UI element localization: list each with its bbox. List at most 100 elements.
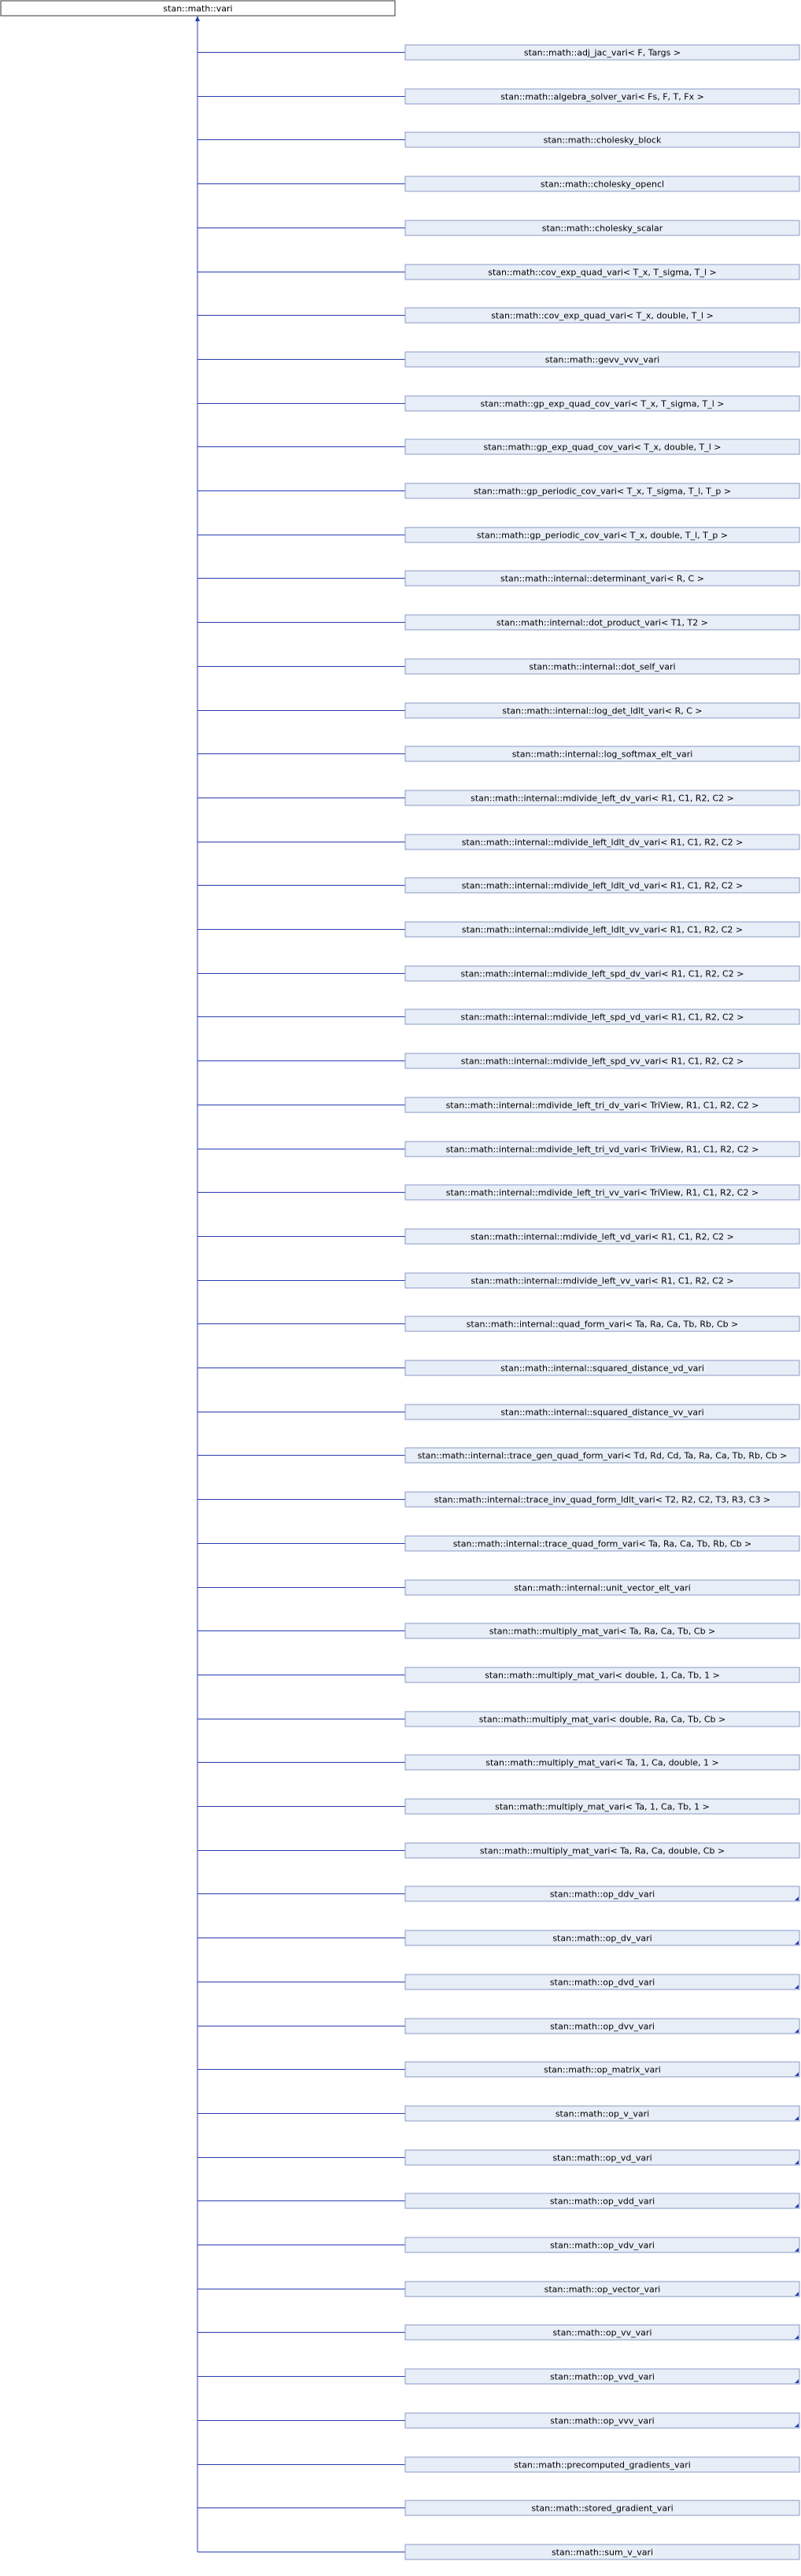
has-subclasses-marker — [795, 2248, 799, 2252]
derived-class-node[interactable]: stan::math::gp_periodic_cov_vari< T_x, d… — [404, 527, 800, 543]
derived-class-label: stan::math::internal::mdivide_left_tri_d… — [446, 1101, 759, 1111]
derived-class-label: stan::math::internal::mdivide_left_ldlt_… — [462, 838, 744, 848]
derived-class-node[interactable]: stan::math::adj_jac_vari< F, Targs > — [404, 44, 800, 61]
derived-class-node[interactable]: stan::math::gp_exp_quad_cov_vari< T_x, d… — [404, 439, 800, 455]
derived-class-node[interactable]: stan::math::internal::mdivide_left_dv_va… — [404, 790, 800, 806]
derived-class-node[interactable]: stan::math::op_vdd_vari — [404, 2193, 800, 2209]
derived-class-node[interactable]: stan::math::op_vv_vari — [404, 2324, 800, 2341]
derived-class-node[interactable]: stan::math::multiply_mat_vari< Ta, 1, Ca… — [404, 1754, 800, 1771]
derived-class-node[interactable]: stan::math::internal::mdivide_left_spd_v… — [404, 1009, 800, 1025]
derived-class-node[interactable]: stan::math::op_vvd_vari — [404, 2368, 800, 2385]
derived-class-node[interactable]: stan::math::op_vvv_vari — [404, 2412, 800, 2429]
derived-class-node[interactable]: stan::math::cholesky_opencl — [404, 176, 800, 192]
root-node-box — [0, 0, 396, 17]
derived-class-node[interactable]: stan::math::gp_exp_quad_cov_vari< T_x, T… — [404, 395, 800, 412]
derived-class-box — [404, 1623, 800, 1639]
derived-class-box — [404, 1930, 800, 1946]
derived-class-node[interactable]: stan::math::internal::determinant_vari< … — [404, 570, 800, 587]
derived-class-node[interactable]: stan::math::internal::mdivide_left_spd_d… — [404, 965, 800, 982]
derived-class-box — [404, 614, 800, 631]
derived-class-node[interactable]: stan::math::op_vdv_vari — [404, 2237, 800, 2253]
derived-class-node[interactable]: stan::math::gp_periodic_cov_vari< T_x, T… — [404, 483, 800, 499]
derived-class-label: stan::math::gp_exp_quad_cov_vari< T_x, d… — [483, 442, 721, 453]
derived-class-node[interactable]: stan::math::internal::squared_distance_v… — [404, 1404, 800, 1420]
derived-class-node[interactable]: stan::math::precomputed_gradients_vari — [404, 2456, 800, 2473]
derived-class-box — [404, 1228, 800, 1245]
derived-class-node[interactable]: stan::math::gevv_vvv_vari — [404, 351, 800, 368]
derived-class-node[interactable]: stan::math::internal::trace_inv_quad_for… — [404, 1491, 800, 1508]
derived-class-label: stan::math::multiply_mat_vari< Ta, Ra, C… — [480, 1846, 725, 1856]
derived-class-node[interactable]: stan::math::op_dvd_vari — [404, 1974, 800, 1990]
derived-class-node[interactable]: stan::math::internal::log_det_ldlt_vari<… — [404, 702, 800, 719]
derived-class-node[interactable]: stan::math::internal::mdivide_left_spd_v… — [404, 1053, 800, 1069]
derived-class-node[interactable]: stan::math::stored_gradient_vari — [404, 2500, 800, 2516]
derived-class-node[interactable]: stan::math::internal::mdivide_left_ldlt_… — [404, 877, 800, 894]
derived-class-node[interactable]: stan::math::cov_exp_quad_vari< T_x, doub… — [404, 307, 800, 324]
derived-class-node[interactable]: stan::math::internal::mdivide_left_vd_va… — [404, 1228, 800, 1245]
derived-class-node[interactable]: stan::math::internal::dot_product_vari< … — [404, 614, 800, 631]
derived-class-node[interactable]: stan::math::internal::mdivide_left_tri_v… — [404, 1184, 800, 1201]
derived-class-label: stan::math::op_dvv_vari — [550, 2022, 655, 2032]
derived-class-node[interactable]: stan::math::multiply_mat_vari< Ta, 1, Ca… — [404, 1798, 800, 1815]
has-subclasses-marker — [795, 2379, 799, 2383]
derived-class-node[interactable]: stan::math::internal::quad_form_vari< Ta… — [404, 1316, 800, 1332]
derived-class-box — [404, 1798, 800, 1815]
derived-class-node[interactable]: stan::math::internal::squared_distance_v… — [404, 1360, 800, 1376]
derived-class-node[interactable]: stan::math::internal::mdivide_left_tri_d… — [404, 1097, 800, 1113]
derived-class-label: stan::math::multiply_mat_vari< Ta, 1, Ca… — [495, 1802, 710, 1812]
derived-class-node[interactable]: stan::math::internal::mdivide_left_vv_va… — [404, 1272, 800, 1289]
derived-class-node[interactable]: stan::math::internal::mdivide_left_ldlt_… — [404, 834, 800, 850]
derived-class-node[interactable]: stan::math::op_vector_vari — [404, 2281, 800, 2297]
has-subclasses-marker — [795, 2292, 799, 2296]
derived-class-node[interactable]: stan::math::op_dv_vari — [404, 1930, 800, 1946]
derived-class-node[interactable]: stan::math::cov_exp_quad_vari< T_x, T_si… — [404, 264, 800, 280]
derived-class-box — [404, 1009, 800, 1025]
derived-class-box — [404, 483, 800, 499]
derived-class-box — [404, 1579, 800, 1596]
derived-class-box — [404, 2281, 800, 2297]
derived-class-node[interactable]: stan::math::cholesky_scalar — [404, 220, 800, 236]
derived-class-node[interactable]: stan::math::internal::mdivide_left_ldlt_… — [404, 921, 800, 938]
derived-class-node[interactable]: stan::math::multiply_mat_vari< Ta, Ra, C… — [404, 1623, 800, 1639]
derived-class-box — [404, 1711, 800, 1727]
root-node-stan-math-vari[interactable]: stan::math::vari — [0, 0, 396, 17]
derived-class-box — [404, 1447, 800, 1464]
derived-class-box — [404, 2018, 800, 2034]
derived-class-label: stan::math::gp_periodic_cov_vari< T_x, T… — [474, 487, 731, 497]
derived-class-node[interactable]: stan::math::op_v_vari — [404, 2105, 800, 2122]
derived-class-label: stan::math::op_vv_vari — [553, 2328, 652, 2338]
has-subclasses-marker — [795, 2072, 799, 2076]
inheritance-arrowhead — [195, 16, 200, 21]
derived-class-node[interactable]: stan::math::op_vd_vari — [404, 2149, 800, 2166]
derived-class-box — [404, 1974, 800, 1990]
has-subclasses-marker — [795, 2029, 799, 2033]
derived-class-box — [404, 790, 800, 806]
derived-class-box — [404, 131, 800, 148]
derived-class-node[interactable]: stan::math::op_ddv_vari — [404, 1886, 800, 1902]
derived-class-box — [404, 1754, 800, 1771]
derived-class-label: stan::math::cholesky_block — [544, 135, 662, 146]
derived-class-node[interactable]: stan::math::op_matrix_vari — [404, 2061, 800, 2078]
derived-class-node[interactable]: stan::math::internal::dot_self_vari — [404, 658, 800, 675]
derived-class-node[interactable]: stan::math::multiply_mat_vari< Ta, Ra, C… — [404, 1842, 800, 1859]
derived-class-label: stan::math::internal::trace_inv_quad_for… — [434, 1495, 770, 1505]
derived-class-node[interactable]: stan::math::op_dvv_vari — [404, 2018, 800, 2034]
derived-class-node[interactable]: stan::math::algebra_solver_vari< Fs, F, … — [404, 88, 800, 105]
derived-class-label: stan::math::gevv_vvv_vari — [545, 355, 659, 365]
derived-class-node[interactable]: stan::math::internal::log_softmax_elt_va… — [404, 746, 800, 762]
derived-class-node[interactable]: stan::math::internal::trace_quad_form_va… — [404, 1535, 800, 1552]
derived-class-label: stan::math::precomputed_gradients_vari — [514, 2460, 691, 2471]
derived-class-node[interactable]: stan::math::internal::mdivide_left_tri_v… — [404, 1141, 800, 1157]
derived-class-node[interactable]: stan::math::cholesky_block — [404, 131, 800, 148]
derived-class-node[interactable]: stan::math::sum_v_vari — [404, 2544, 800, 2560]
derived-class-label: stan::math::op_matrix_vari — [544, 2065, 661, 2075]
derived-class-box — [404, 2193, 800, 2209]
derived-class-node[interactable]: stan::math::multiply_mat_vari< double, R… — [404, 1711, 800, 1727]
derived-class-label: stan::math::op_ddv_vari — [550, 1889, 655, 1900]
derived-class-node[interactable]: stan::math::internal::unit_vector_elt_va… — [404, 1579, 800, 1596]
derived-class-label: stan::math::internal::squared_distance_v… — [500, 1408, 703, 1418]
derived-class-label: stan::math::op_vvv_vari — [550, 2416, 654, 2426]
derived-class-node[interactable]: stan::math::multiply_mat_vari< double, 1… — [404, 1667, 800, 1683]
derived-class-node[interactable]: stan::math::internal::trace_gen_quad_for… — [404, 1447, 800, 1464]
